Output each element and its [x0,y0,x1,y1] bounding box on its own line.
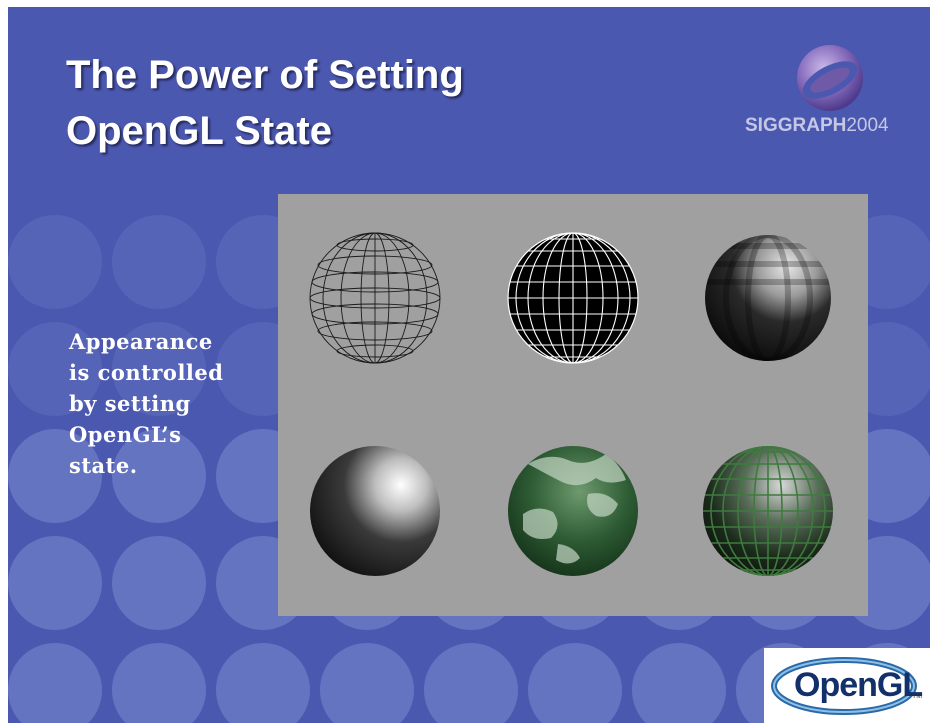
wireframe-sphere [309,232,441,364]
flat-shaded-sphere [705,235,831,361]
body-line-5: state. [69,453,138,478]
opengl-logo-text: OpenGL [794,666,923,704]
background-circle [8,322,102,416]
slide-title: The Power of Setting OpenGL State [66,47,626,159]
body-text: Appearance is controlled by setting Open… [69,326,269,481]
title-line-2: OpenGL State [66,109,332,153]
background-circle [8,215,102,309]
background-circle [424,643,518,723]
background-circle [112,536,206,630]
background-circle [112,322,206,416]
body-line-1: Appearance [69,329,213,354]
background-circle [528,643,622,723]
title-line-1: The Power of Setting [66,53,464,97]
background-circle [112,215,206,309]
background-circle [632,643,726,723]
siggraph-logo-icon [797,45,863,111]
siggraph-logo-text: SIGGRAPH2004 [745,115,889,136]
smooth-shaded-sphere [310,446,440,576]
background-circle [112,643,206,723]
texture-and-grid-sphere [703,446,833,576]
background-circle [320,643,414,723]
body-line-4: OpenGL’s [69,422,182,447]
slide: The Power of Setting OpenGL State SIGGRA… [8,7,930,723]
wireframe-over-black-sphere [507,232,639,364]
texture-mapped-sphere [508,446,638,576]
background-circle [8,643,102,723]
opengl-trademark: TM [912,693,923,700]
background-circle [8,429,102,523]
opengl-logo: OpenGL TM [764,648,930,723]
sphere-rendering-figure [278,194,868,616]
background-circle [8,536,102,630]
body-line-3: by setting [69,391,191,416]
background-circle [216,643,310,723]
background-circle [112,429,206,523]
body-line-2: is controlled [69,360,224,385]
